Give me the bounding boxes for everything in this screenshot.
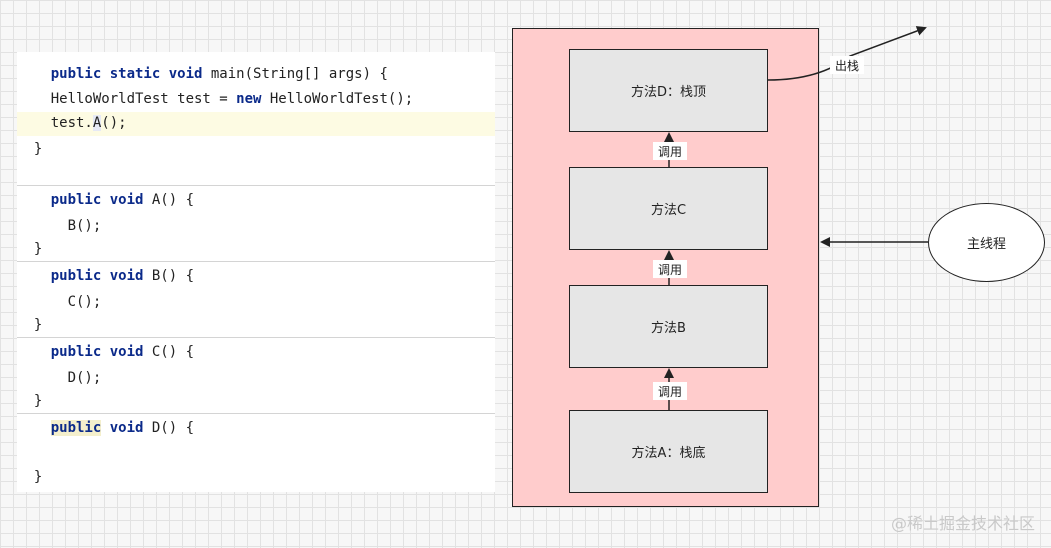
code-text: test. bbox=[17, 115, 93, 131]
code-line-b-signature: public void B() { bbox=[17, 265, 495, 287]
pop-label: 出栈 bbox=[830, 56, 864, 74]
code-separator bbox=[17, 337, 495, 338]
stack-box-method-c: 方法C bbox=[569, 167, 768, 250]
code-text: B(); bbox=[33, 218, 102, 234]
code-text: main(String[] args) { bbox=[202, 66, 388, 82]
code-text: (); bbox=[101, 115, 127, 131]
code-keyword: new bbox=[236, 91, 262, 107]
code-line-b-close: } bbox=[17, 314, 495, 336]
stack-box-label: 方法B bbox=[651, 321, 686, 336]
stack-box-method-d: 方法D：栈顶 bbox=[569, 49, 768, 132]
code-text: } bbox=[33, 241, 43, 257]
code-separator bbox=[17, 261, 495, 262]
code-keyword: public bbox=[50, 420, 102, 436]
code-line-b-body: C(); bbox=[17, 291, 495, 313]
code-text: HelloWorldTest(); bbox=[261, 91, 414, 107]
main-thread-label: 主线程 bbox=[966, 237, 1006, 252]
code-line-main-signature: public static void main(String[] args) { bbox=[17, 63, 495, 85]
code-text: D(); bbox=[33, 370, 102, 386]
code-line-main-close: } bbox=[17, 138, 495, 160]
stack-box-label: 方法C bbox=[650, 203, 687, 218]
code-keyword: public void bbox=[50, 344, 144, 360]
call-label: 调用 bbox=[653, 142, 687, 160]
main-thread-node: 主线程 bbox=[928, 203, 1045, 282]
code-line-a-body: B(); bbox=[17, 215, 495, 237]
code-line-a-close: } bbox=[17, 238, 495, 260]
code-text: C(); bbox=[33, 294, 102, 310]
code-text: } bbox=[33, 469, 43, 485]
code-text: A() { bbox=[143, 192, 195, 208]
code-keyword: void bbox=[101, 420, 144, 436]
code-line-d-signature: public void D() { bbox=[17, 417, 495, 439]
stack-box-method-a: 方法A：栈底 bbox=[569, 410, 768, 493]
code-line-a-signature: public void A() { bbox=[17, 189, 495, 211]
code-separator bbox=[17, 185, 495, 186]
code-line-c-body: D(); bbox=[17, 367, 495, 389]
code-editor-panel: public static void main(String[] args) {… bbox=[17, 52, 495, 492]
call-label: 调用 bbox=[653, 260, 687, 278]
code-text: C() { bbox=[143, 344, 195, 360]
stack-box-label: 方法D：栈顶 bbox=[630, 85, 706, 100]
code-separator bbox=[17, 413, 495, 414]
code-text: } bbox=[33, 141, 43, 157]
code-text: D() { bbox=[143, 420, 195, 436]
code-line-c-signature: public void C() { bbox=[17, 341, 495, 363]
code-text: B() { bbox=[143, 268, 195, 284]
code-line-main-call: test.A(); bbox=[17, 112, 495, 136]
watermark: @稀土掘金技术社区 bbox=[890, 514, 1035, 533]
code-line-main-new: HelloWorldTest test = new HelloWorldTest… bbox=[17, 88, 495, 110]
code-keyword: public static void bbox=[50, 66, 203, 82]
code-identifier: A bbox=[92, 115, 102, 131]
call-label: 调用 bbox=[653, 382, 687, 400]
code-line-c-close: } bbox=[17, 390, 495, 412]
code-line-d-close: } bbox=[17, 466, 495, 488]
code-text: } bbox=[33, 393, 43, 409]
stack-box-label: 方法A：栈底 bbox=[631, 446, 706, 461]
code-text: HelloWorldTest test = bbox=[17, 91, 237, 107]
code-text: } bbox=[33, 317, 43, 333]
stack-box-method-b: 方法B bbox=[569, 285, 768, 368]
code-keyword: public void bbox=[50, 268, 144, 284]
code-keyword: public void bbox=[50, 192, 144, 208]
